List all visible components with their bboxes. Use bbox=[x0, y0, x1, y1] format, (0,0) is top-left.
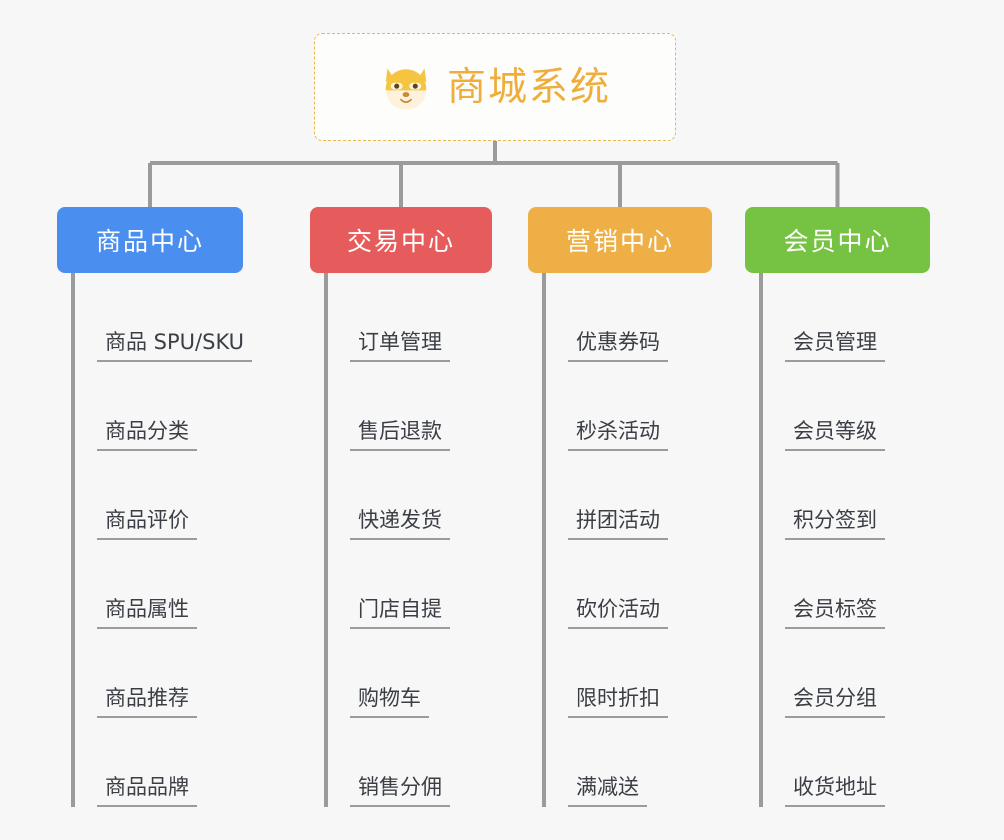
category-label: 会员中心 bbox=[783, 227, 892, 256]
leaf-item-label: 会员等级 bbox=[785, 419, 885, 451]
leaf-item[interactable]: 秒杀活动 bbox=[568, 362, 668, 451]
leaf-item-label: 商品属性 bbox=[97, 597, 197, 629]
leaf-item[interactable]: 会员标签 bbox=[785, 540, 885, 629]
leaf-item[interactable]: 满减送 bbox=[568, 718, 647, 807]
category-box-1[interactable]: 交易中心 bbox=[310, 207, 492, 273]
leaf-item-label: 会员管理 bbox=[785, 330, 885, 362]
leaf-item-label: 积分签到 bbox=[785, 508, 885, 540]
root-title: 商城系统 bbox=[446, 64, 611, 110]
leaf-item[interactable]: 销售分佣 bbox=[350, 718, 450, 807]
leaf-item[interactable]: 订单管理 bbox=[350, 273, 450, 362]
category-label: 营销中心 bbox=[565, 227, 674, 256]
leaf-item-label: 会员分组 bbox=[785, 686, 885, 718]
leaf-item[interactable]: 砍价活动 bbox=[568, 540, 668, 629]
leaf-item-label: 优惠券码 bbox=[568, 330, 668, 362]
leaf-item[interactable]: 商品推荐 bbox=[97, 629, 197, 718]
leaf-item-label: 门店自提 bbox=[350, 597, 450, 629]
leaf-item[interactable]: 商品品牌 bbox=[97, 718, 197, 807]
leaf-item-label: 订单管理 bbox=[350, 330, 450, 362]
leaf-item-label: 砍价活动 bbox=[568, 597, 668, 629]
leaf-item-label: 商品评价 bbox=[97, 508, 197, 540]
leaf-item-label: 拼团活动 bbox=[568, 508, 668, 540]
leaf-item[interactable]: 商品属性 bbox=[97, 540, 197, 629]
leaf-item[interactable]: 门店自提 bbox=[350, 540, 450, 629]
leaf-item-label: 快递发货 bbox=[350, 508, 450, 540]
leaf-item[interactable]: 快递发货 bbox=[350, 451, 450, 540]
leaf-item[interactable]: 收货地址 bbox=[785, 718, 885, 807]
category-label: 交易中心 bbox=[346, 227, 455, 256]
leaf-item[interactable]: 会员管理 bbox=[785, 273, 885, 362]
leaf-item-label: 限时折扣 bbox=[568, 686, 668, 718]
leaf-item-label: 会员标签 bbox=[785, 597, 885, 629]
leaf-item-label: 商品 SPU/SKU bbox=[97, 330, 253, 362]
leaf-item[interactable]: 优惠券码 bbox=[568, 273, 668, 362]
leaf-item[interactable]: 商品 SPU/SKU bbox=[97, 273, 253, 362]
leaf-item-label: 收货地址 bbox=[785, 775, 885, 807]
category-box-3[interactable]: 会员中心 bbox=[745, 207, 930, 273]
leaf-item-label: 商品品牌 bbox=[97, 775, 197, 807]
leaf-item[interactable]: 购物车 bbox=[350, 629, 429, 718]
leaf-item[interactable]: 会员等级 bbox=[785, 362, 885, 451]
category-label: 商品中心 bbox=[95, 227, 204, 256]
leaf-item[interactable]: 拼团活动 bbox=[568, 451, 668, 540]
leaf-item-label: 商品推荐 bbox=[97, 686, 197, 718]
leaf-item-label: 商品分类 bbox=[97, 419, 197, 451]
leaf-item[interactable]: 积分签到 bbox=[785, 451, 885, 540]
leaf-item[interactable]: 限时折扣 bbox=[568, 629, 668, 718]
leaf-item[interactable]: 商品评价 bbox=[97, 451, 197, 540]
leaf-item[interactable]: 售后退款 bbox=[350, 362, 450, 451]
category-box-2[interactable]: 营销中心 bbox=[528, 207, 712, 273]
leaf-item-label: 售后退款 bbox=[350, 419, 450, 451]
leaf-item-label: 秒杀活动 bbox=[568, 419, 668, 451]
leaf-item-label: 购物车 bbox=[350, 686, 429, 718]
leaf-item[interactable]: 会员分组 bbox=[785, 629, 885, 718]
category-box-0[interactable]: 商品中心 bbox=[57, 207, 243, 273]
leaf-item[interactable]: 商品分类 bbox=[97, 362, 197, 451]
leaf-item-label: 满减送 bbox=[568, 775, 647, 807]
root-node[interactable]: 商城系统 bbox=[314, 33, 676, 141]
leaf-item-label: 销售分佣 bbox=[350, 775, 450, 807]
shiba-dog-face-icon bbox=[385, 68, 427, 110]
